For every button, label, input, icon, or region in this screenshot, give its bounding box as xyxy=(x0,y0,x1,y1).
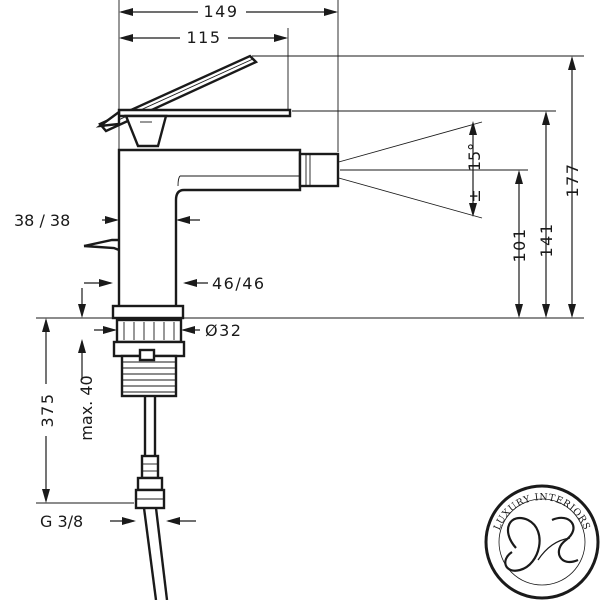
dim-width-spout: 115 xyxy=(119,28,289,115)
height-lever-label: 141 xyxy=(537,222,556,257)
dim-hole-diameter: Ø32 xyxy=(94,321,242,340)
height-outlet-label: 101 xyxy=(510,227,529,262)
dim-hose-length: 375 xyxy=(36,318,134,504)
dim-deck-marker xyxy=(78,288,86,318)
dim-height-outlet: 101 xyxy=(340,169,529,318)
height-total-label: 177 xyxy=(563,162,582,197)
deck-thickness-label: max. 40 xyxy=(77,375,96,440)
dim-body-offset: 38 / 38 xyxy=(14,211,200,230)
dim-height-total: 177 xyxy=(252,55,584,318)
connection-label: G 3/8 xyxy=(40,512,83,531)
dim-connection: G 3/8 xyxy=(40,512,196,531)
faucet xyxy=(83,54,340,600)
hose-length-label: 375 xyxy=(38,392,57,427)
dim-deck-thickness: max. 40 xyxy=(77,339,96,441)
dim-height-lever: 141 xyxy=(292,110,556,318)
angle-label: 15° xyxy=(465,143,484,171)
dim-body-depth: 46/46 xyxy=(84,274,266,293)
angle-tolerance-label: ± xyxy=(465,189,484,202)
hole-diameter-label: Ø32 xyxy=(205,321,242,340)
brand-logo: LUXURY INTERIORS xyxy=(484,484,600,600)
width-spout-label: 115 xyxy=(186,28,221,47)
dim-width-total: 149 xyxy=(118,0,339,160)
width-total-label: 149 xyxy=(203,2,238,21)
body-depth-label: 46/46 xyxy=(212,274,266,293)
body-offset-label: 38 / 38 xyxy=(14,211,70,230)
